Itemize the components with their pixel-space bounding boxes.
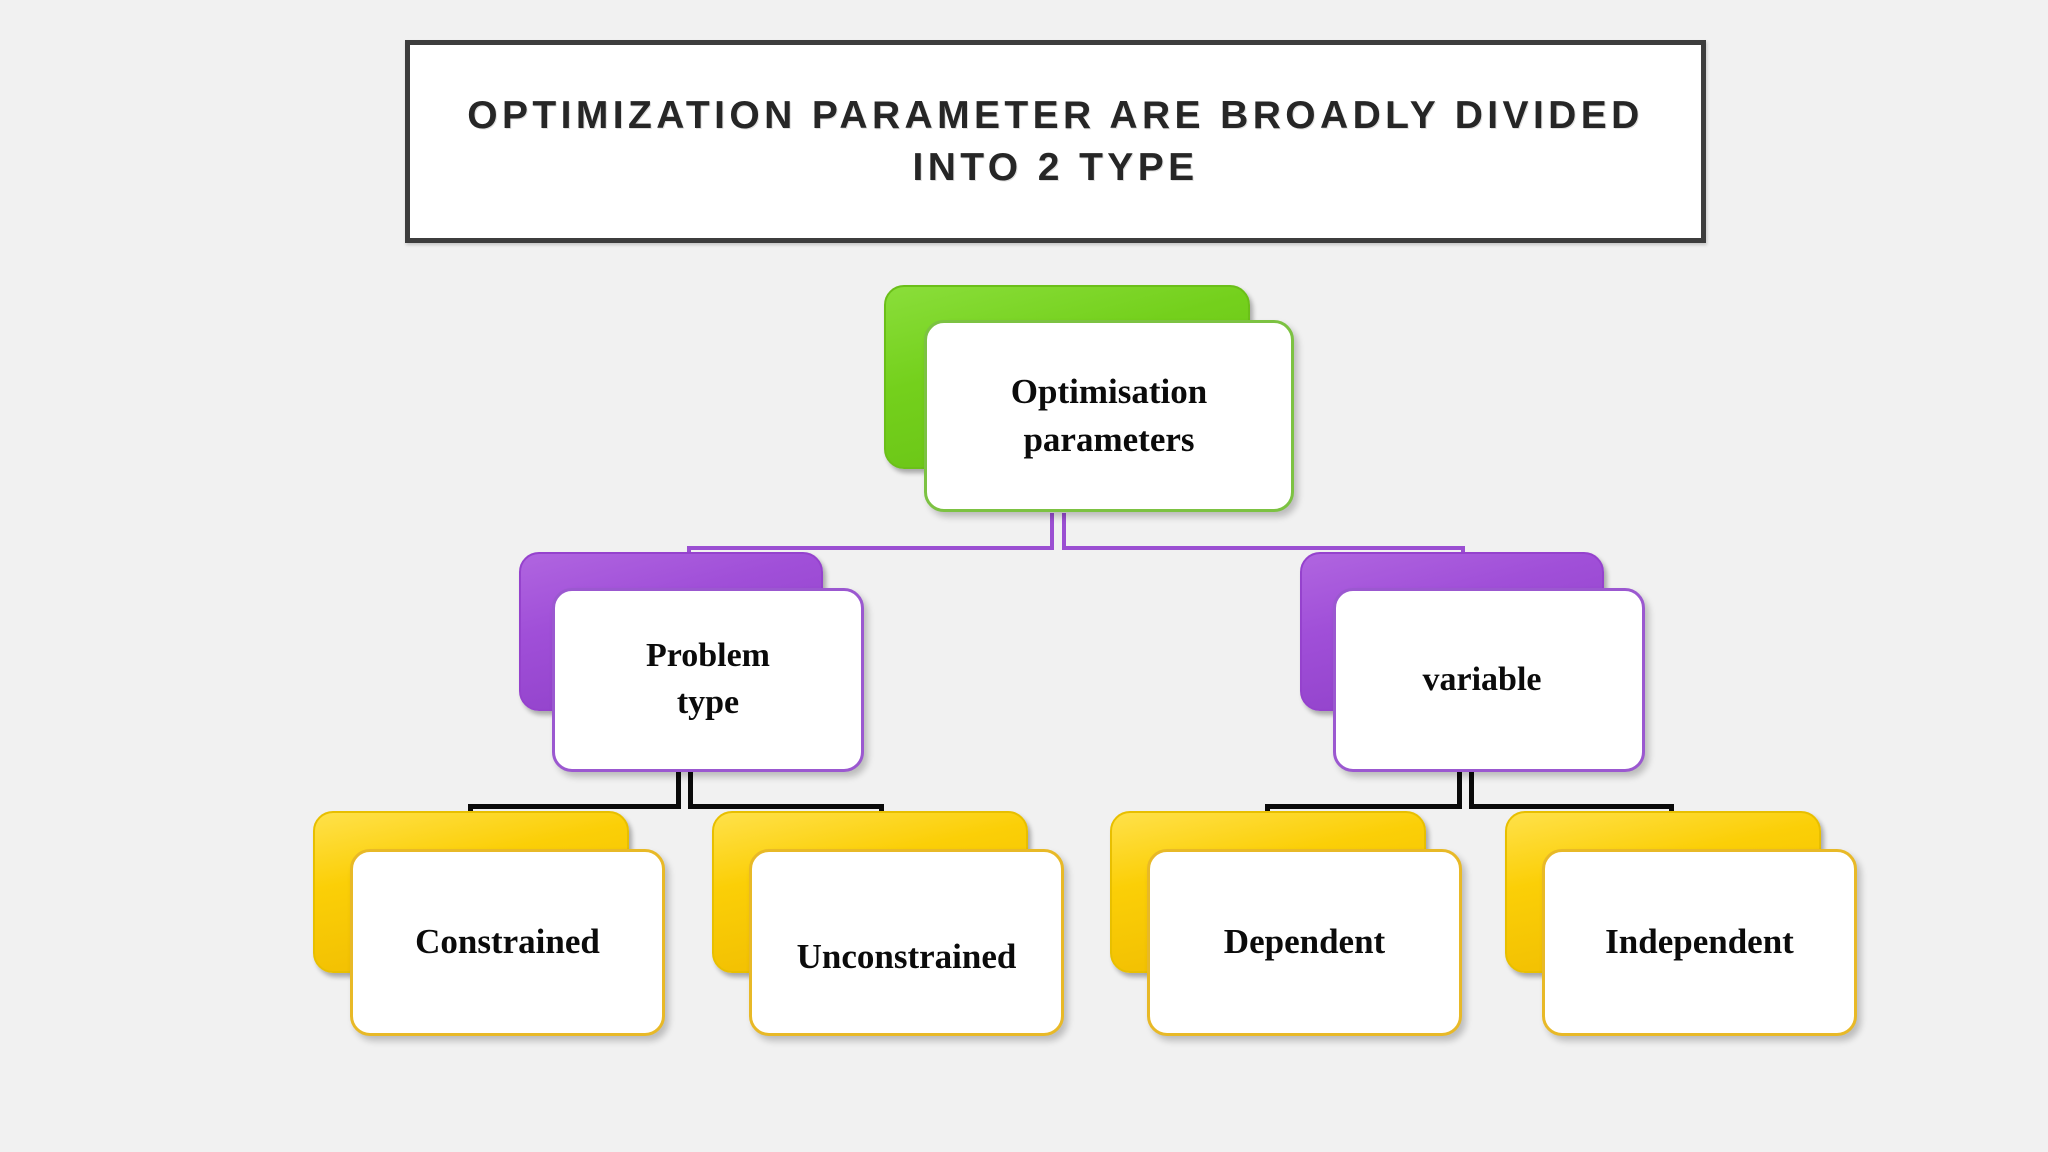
node-problem-type[interactable]: Problem type — [519, 552, 864, 772]
connector-variable-stem-left — [1457, 772, 1462, 809]
node-label: Problem type — [645, 637, 770, 721]
node-variable[interactable]: variable — [1300, 552, 1645, 772]
node-independent[interactable]: Independent — [1505, 811, 1857, 1036]
connector-root-stem-left — [1050, 513, 1054, 550]
connector-root-stem-right — [1062, 513, 1066, 550]
page-title: OPTIMIZATION PARAMETER ARE BROADLY DIVID… — [467, 94, 1644, 189]
title-banner: OPTIMIZATION PARAMETER ARE BROADLY DIVID… — [405, 40, 1706, 243]
connector-problem-stem-left — [676, 772, 681, 809]
connector-problem-stem-right — [688, 772, 693, 809]
node-card[interactable]: Unconstrained — [749, 849, 1064, 1036]
node-card[interactable]: Dependent — [1147, 849, 1462, 1036]
connector-root-bus-right — [1062, 546, 1465, 550]
connector-problem-bus-left — [468, 804, 681, 809]
connector-problem-bus-right — [688, 804, 884, 809]
connector-variable-stem-right — [1469, 772, 1474, 809]
connector-root-bus-left — [687, 546, 1054, 550]
connector-variable-bus-left — [1265, 804, 1462, 809]
node-card[interactable]: Constrained — [350, 849, 665, 1036]
node-label: Dependent — [1223, 922, 1386, 962]
node-card[interactable]: variable — [1333, 588, 1645, 772]
node-label: Constrained — [415, 922, 600, 962]
connector-variable-bus-right — [1469, 804, 1674, 809]
node-dependent[interactable]: Dependent — [1110, 811, 1462, 1036]
node-card[interactable]: Optimisation parameters — [924, 320, 1294, 512]
node-label: Unconstrained — [796, 936, 1017, 976]
node-card[interactable]: Independent — [1542, 849, 1857, 1036]
node-label: Independent — [1605, 922, 1794, 962]
node-optimisation-parameters[interactable]: Optimisation parameters — [884, 285, 1296, 513]
node-constrained[interactable]: Constrained — [313, 811, 665, 1036]
node-unconstrained[interactable]: Unconstrained — [712, 811, 1064, 1036]
node-label: Optimisation parameters — [1010, 371, 1208, 459]
node-label: variable — [1422, 660, 1542, 698]
node-card[interactable]: Problem type — [552, 588, 864, 772]
